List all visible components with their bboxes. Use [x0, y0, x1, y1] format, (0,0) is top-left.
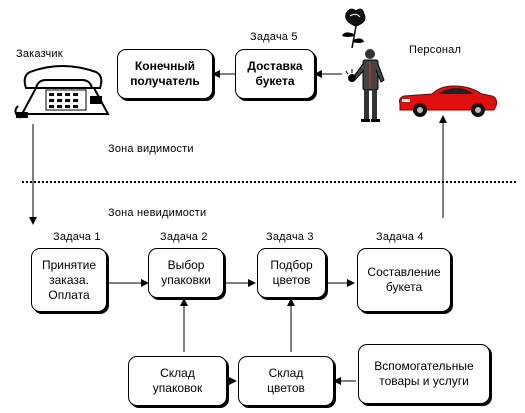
task5-label: Задача 5 [250, 31, 298, 43]
task3-label: Задача 3 [266, 231, 314, 243]
staff-label: Персонал [409, 44, 462, 56]
task4-box: Составление букета [357, 248, 451, 312]
customer-label: Заказчик [16, 48, 63, 60]
task1-label: Задача 1 [53, 231, 101, 243]
task2-label: Задача 2 [160, 231, 208, 243]
task5-box: Доставка букета [235, 49, 315, 99]
phone-icon [14, 65, 110, 119]
recipient-box: Конечный получатель [117, 49, 213, 99]
invisible-zone-label: Зона невидимости [108, 207, 207, 219]
task2-box: Выбор упаковки [148, 248, 224, 298]
flowers-warehouse-box: Склад цветов [238, 356, 334, 406]
auxiliary-goods-box: Вспомогательные товары и услуги [358, 344, 490, 404]
visible-zone-label: Зона видимости [108, 143, 194, 155]
task1-box: Принятие заказа. Оплата [31, 248, 107, 312]
packaging-warehouse-box: Склад упаковок [128, 356, 227, 406]
flower-icon [342, 8, 366, 49]
task4-label: Задача 4 [376, 231, 424, 243]
car-icon [399, 85, 497, 117]
courier-icon [345, 49, 385, 122]
task3-box: Подбор цветов [257, 248, 326, 298]
